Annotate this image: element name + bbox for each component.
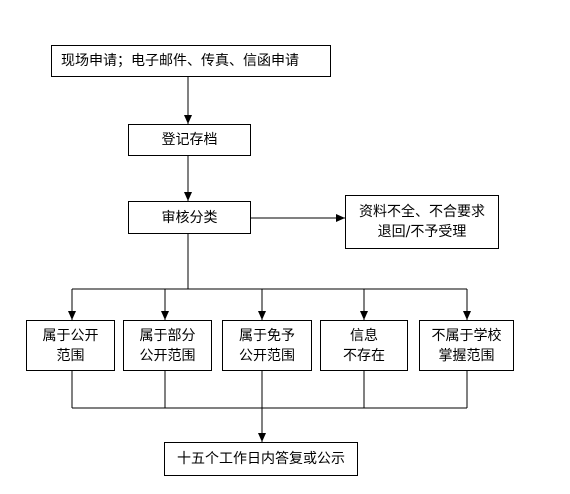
node-exempt: 属于免予 公开范围 (222, 320, 312, 371)
node-review-label: 审核分类 (161, 209, 218, 226)
node-not-school: 不属于学校 掌握范围 (419, 320, 514, 371)
node-reply-label: 十五个工作日内答复或公示 (177, 451, 345, 467)
node-register: 登记存档 (128, 124, 251, 156)
node-not-school-label: 不属于学校 掌握范围 (431, 327, 502, 364)
node-apply-label: 现场申请；电子邮件、传真、信函申请 (61, 53, 299, 69)
node-exempt-label: 属于免予 公开范围 (239, 327, 295, 364)
node-apply: 现场申请；电子邮件、传真、信函申请 (51, 45, 331, 77)
node-public: 属于公开 范围 (26, 320, 115, 371)
node-review: 审核分类 (128, 201, 251, 234)
node-reject: 资料不全、不合要求 退回/不予受理 (345, 195, 499, 249)
node-register-label: 登记存档 (161, 132, 218, 148)
node-partial: 属于部分 公开范围 (123, 320, 212, 371)
node-public-label: 属于公开 范围 (42, 327, 99, 364)
node-reply: 十五个工作日内答复或公示 (164, 442, 358, 476)
node-reject-label: 资料不全、不合要求 退回/不予受理 (359, 204, 485, 240)
node-not-exist: 信息 不存在 (320, 320, 408, 371)
node-not-exist-label: 信息 不存在 (343, 327, 385, 364)
node-partial-label: 属于部分 公开范围 (139, 327, 196, 364)
